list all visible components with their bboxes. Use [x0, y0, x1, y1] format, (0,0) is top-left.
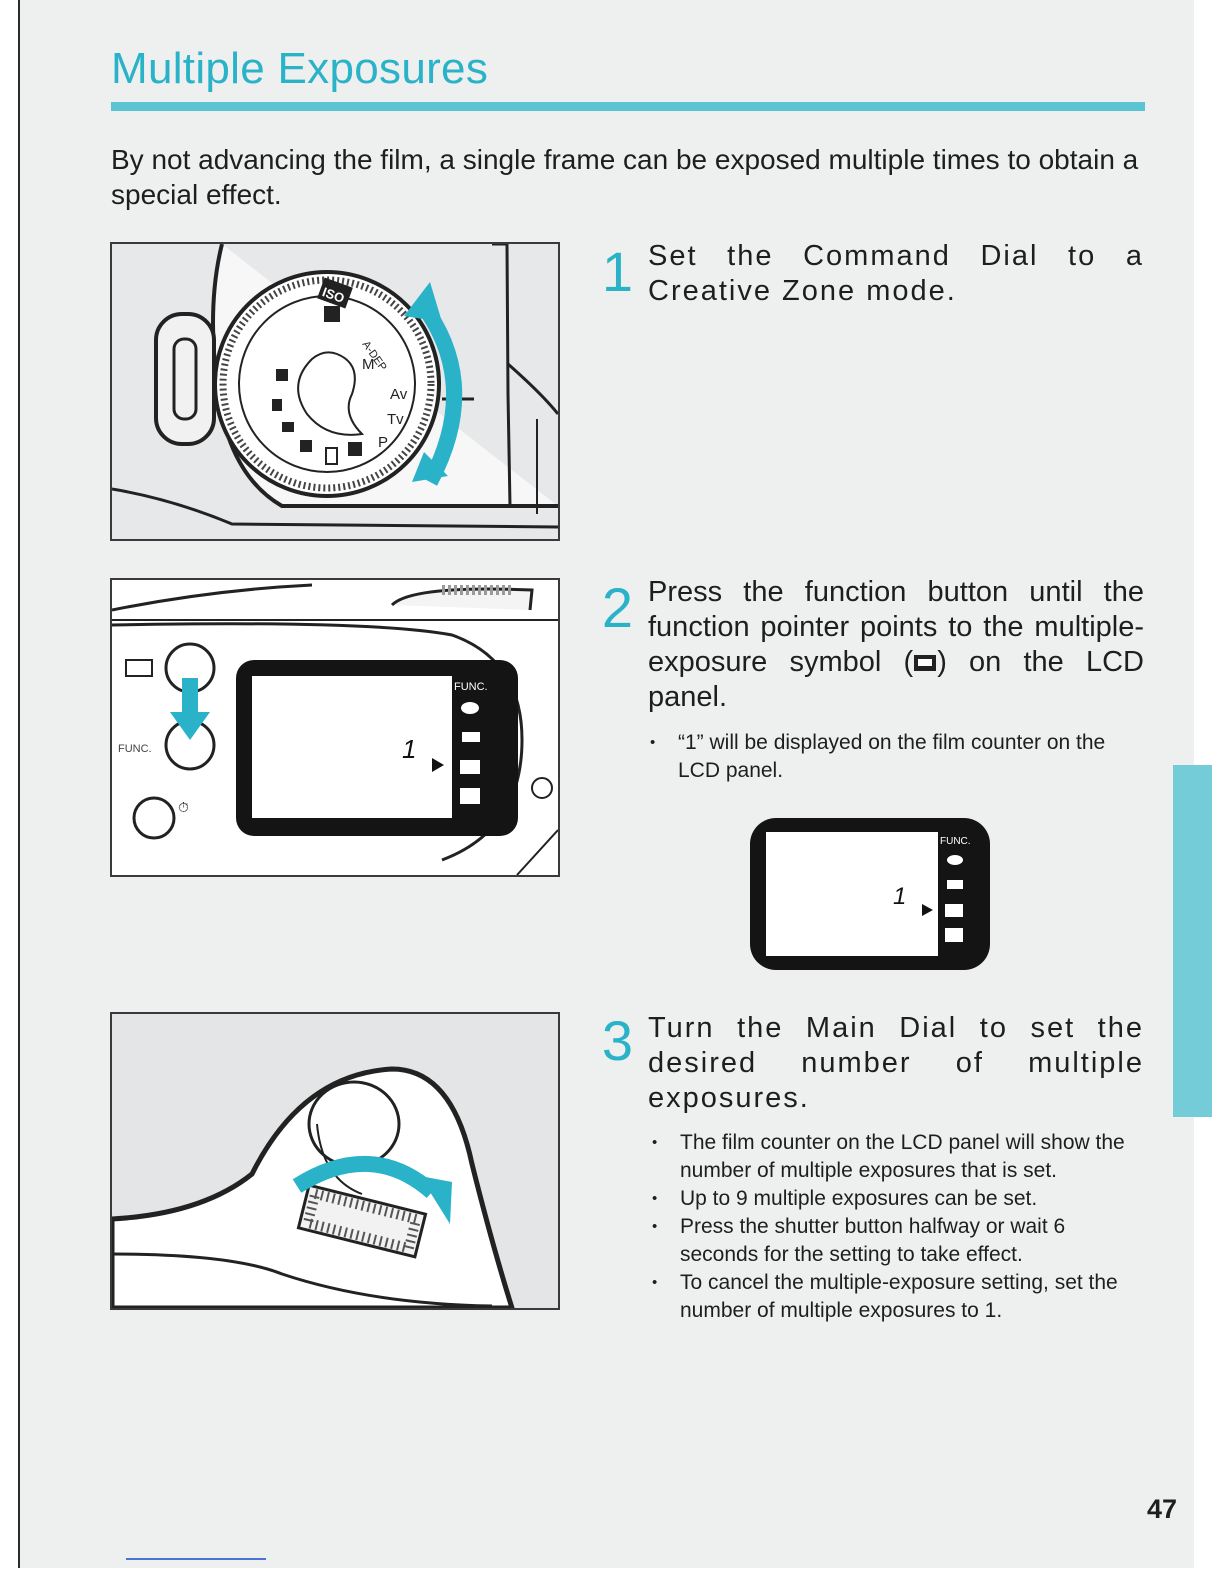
lcd-panel-detail: FUNC. 1: [750, 814, 994, 974]
function-button-figure: FUNC. ⏱ FUNC. 1: [110, 578, 560, 877]
multiple-exposure-icon: [914, 655, 937, 672]
note-item: Up to 9 multiple exposures can be set.: [650, 1185, 1140, 1213]
lcd-counter: 1: [402, 734, 416, 764]
lcd-func-label: FUNC.: [454, 681, 488, 693]
step-instruction: Set the Command Dial to a Creative Zone …: [648, 240, 1144, 307]
main-dial-illustration: [112, 1066, 515, 1308]
main-dial-figure: [110, 1012, 560, 1310]
step-number: 1: [601, 240, 634, 303]
step-notes: “1” will be displayed on the film counte…: [648, 729, 1144, 785]
lcd-icon-column: [460, 702, 480, 804]
eye-icon: [461, 702, 479, 714]
intro-paragraph: By not advancing the film, a single fram…: [111, 144, 1139, 210]
flash-mark-icon: [324, 306, 340, 322]
battery-icon: [125, 659, 153, 677]
picture-mode-icons: [272, 369, 362, 465]
lcd-func-label: FUNC.: [940, 836, 971, 847]
function-pointer-icon: [432, 758, 444, 772]
title-rule: [111, 102, 1145, 111]
step-instruction: Press the function button until the func…: [648, 575, 1144, 715]
lcd-panel-detail-illustration: FUNC. 1: [750, 818, 990, 970]
step-instruction-part: ) on the LCD panel.: [648, 646, 1144, 713]
section-tab: [1173, 765, 1212, 1117]
beep-icon: [462, 732, 480, 742]
step-instruction-part: Press the function button until the func…: [648, 576, 1144, 678]
eye-icon: [947, 855, 963, 865]
step-notes: The film counter on the LCD panel will s…: [650, 1129, 1140, 1325]
note-item: To cancel the multiple-exposure setting,…: [650, 1269, 1140, 1325]
main-dial: [296, 1183, 428, 1259]
dial-label-av: Av: [390, 386, 408, 403]
note-item: “1” will be displayed on the film counte…: [648, 729, 1144, 785]
page-title: Multiple Exposures: [111, 44, 489, 93]
function-pointer-icon: [922, 904, 933, 916]
multiple-exposure-icon: [945, 904, 963, 917]
dial-label-m: M: [362, 356, 375, 373]
dial-label-tv: Tv: [387, 411, 404, 428]
step-number: 3: [601, 1009, 634, 1072]
drive-mode-icon: [460, 788, 480, 804]
note-item: Press the shutter button halfway or wait…: [650, 1213, 1140, 1269]
self-timer-icon: ⏱: [178, 800, 189, 816]
dial-label-iso: ISO: [320, 284, 346, 306]
function-button-label: FUNC.: [118, 743, 152, 755]
note-item: The film counter on the LCD panel will s…: [650, 1129, 1140, 1185]
manual-page: Multiple Exposures By not advancing the …: [18, 0, 1212, 1568]
iso-mark-icon: [317, 277, 353, 309]
multiple-exposure-icon: [460, 760, 480, 774]
dial-label-p: P: [378, 434, 388, 451]
step-number: 2: [601, 576, 634, 639]
page-number: 47: [1146, 1494, 1178, 1524]
command-dial-figure: M Av Tv P A-DEP ISO: [110, 242, 560, 541]
drive-mode-icon: [945, 928, 963, 942]
step-instruction: Turn the Main Dial to set the desired nu…: [648, 1012, 1144, 1114]
beep-icon: [947, 880, 963, 889]
lcd-panel-illustration: FUNC. ⏱ FUNC. 1: [112, 583, 558, 875]
lcd-counter: 1: [893, 883, 906, 910]
command-dial-illustration: M Av Tv P A-DEP ISO: [112, 244, 558, 529]
bottom-rule: [126, 1558, 266, 1560]
